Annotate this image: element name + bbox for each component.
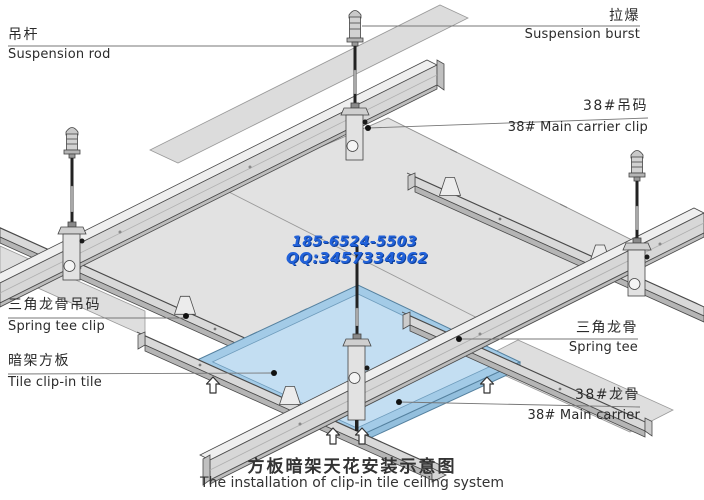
label-spring-tee-clip-en: Spring tee clip (8, 319, 105, 334)
label-main-carrier-en: 38# Main carrier (527, 408, 640, 423)
spring-tee-clip-part (438, 177, 462, 196)
label-main-carrier-cn: 38#龙骨 (574, 387, 640, 403)
label-suspension-burst-cn: 拉爆 (609, 8, 640, 24)
up-arrow-icon (479, 376, 495, 394)
label-spring-tee-clip-cn: 三角龙骨吊码 (8, 297, 101, 313)
suspension-rod-left (57, 127, 87, 281)
leader-lines (7, 25, 649, 408)
leader-main-carrier (398, 401, 641, 408)
label-suspension-burst-en: Suspension burst (524, 27, 640, 42)
suspension-rod-bottom (342, 246, 372, 431)
suspension-burst-anchor (630, 150, 644, 159)
suspension-burst-anchor (65, 127, 79, 136)
main-carrier-lower (199, 207, 704, 486)
leader-dots (183, 125, 462, 405)
main-carrier-clip-part (62, 233, 81, 281)
diagram-title-en: The installation of clip-in tile ceiling… (200, 475, 504, 491)
label-main-carrier-clip-cn: 38#吊码 (582, 98, 648, 114)
up-arrow-icon (205, 376, 221, 394)
back-tile-strip (149, 4, 469, 164)
watermark-qq: QQ:3457334962 (286, 249, 429, 267)
diagram-title-cn: 方板暗架天花安装示意图 (247, 457, 457, 477)
main-carrier-upper (0, 59, 445, 308)
label-suspension-rod-en: Suspension rod (8, 47, 111, 62)
label-spring-tee-en: Spring tee (568, 340, 638, 355)
main-carrier-clip-part (345, 114, 364, 161)
watermark-phone: 185-6524-5503 (292, 234, 418, 250)
suspension-rod-right (622, 150, 652, 297)
label-suspension-rod-cn: 吊杆 (8, 27, 39, 43)
up-arrow-icon (325, 427, 341, 445)
suspension-burst-anchor (348, 10, 362, 19)
label-tile-clip-in-tile-cn: 暗架方板 (8, 353, 70, 369)
spring-tee-clip-part (173, 295, 197, 315)
suspension-rod-top (340, 10, 370, 161)
up-arrow-icon (354, 427, 370, 445)
label-spring-tee-cn: 三角龙骨 (576, 320, 638, 336)
up-arrow-icons (205, 376, 495, 445)
leader-main-carrier-clip (367, 117, 649, 129)
label-main-carrier-clip-en: 38# Main carrier clip (507, 120, 648, 135)
leader-tile-clip-in-tile (7, 372, 275, 375)
tile-seam (224, 189, 506, 333)
tile-sliver-right (474, 339, 674, 433)
label-tile-clip-in-tile-en: Tile clip-in tile (8, 375, 102, 390)
